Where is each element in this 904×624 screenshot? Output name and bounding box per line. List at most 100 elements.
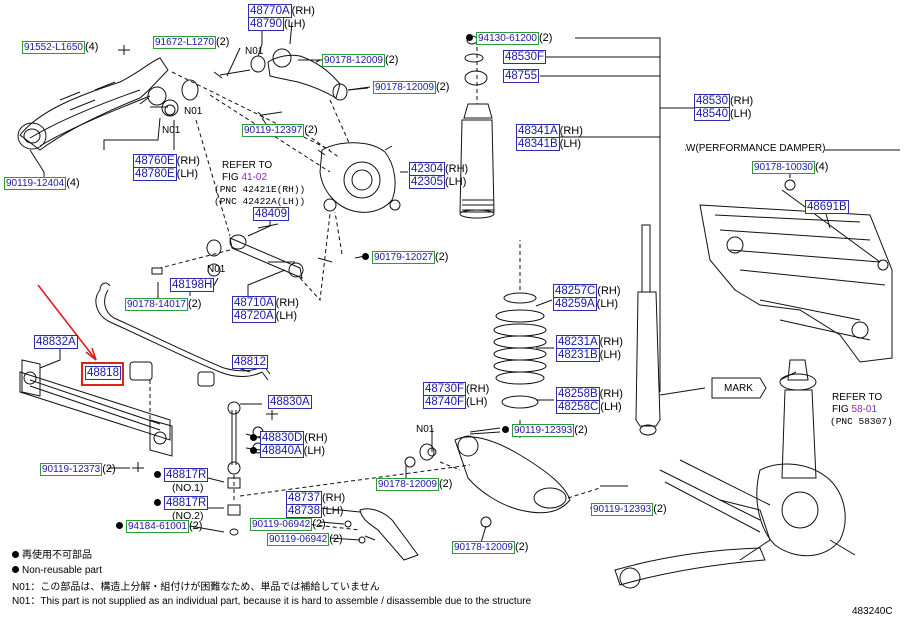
stabilizer-link-drawing [227, 401, 278, 536]
qty-90119-12397: (2) [304, 124, 318, 136]
label-48710a: 48710A(RH) [232, 296, 299, 310]
label-90119-12404: 90119-12404(4) [4, 177, 80, 190]
pnc-58307: (PNC 58307) [830, 416, 893, 427]
qty-91552: (4) [84, 41, 99, 53]
label-48817r-a: 48817R [154, 468, 209, 482]
part-number-48755[interactable]: 48755 [503, 69, 539, 83]
part-number-48258b[interactable]: 48258B [556, 387, 600, 401]
part-number-90179-12027[interactable]: 90179-12027 [372, 251, 435, 264]
qty-90119-12393-a: (2) [574, 424, 588, 436]
part-number-48720a[interactable]: 48720A [232, 309, 276, 323]
part-number-90119-12393-a[interactable]: 90119-12393 [512, 424, 575, 437]
label-48755: 48755 [503, 69, 539, 83]
qty-90178-12009-a: (2) [384, 54, 399, 66]
part-number-48738[interactable]: 48738 [286, 504, 322, 518]
part-number-48691b[interactable]: 48691B [805, 200, 849, 214]
legend-dot-icon [12, 551, 19, 558]
note-n01-c: N01 [162, 125, 181, 136]
part-number-48198h[interactable]: 48198H [170, 278, 215, 292]
legend-n01-en: N01：This part is not supplied as an indi… [12, 596, 532, 607]
part-number-42304[interactable]: 42304 [409, 162, 445, 176]
note-n01-b: N01 [184, 106, 203, 117]
suffix-48720a: (LH) [275, 310, 298, 322]
part-number-94130-61200[interactable]: 94130-61200 [476, 32, 539, 45]
part-number-48760e[interactable]: 48760E [133, 154, 177, 168]
shield-drawing [344, 508, 419, 561]
label-48198h: 48198H [170, 278, 215, 292]
label-48812: 48812 [232, 355, 268, 369]
part-number-48832a[interactable]: 48832A [34, 335, 78, 349]
non-reusable-dot-icon [502, 426, 509, 433]
label-48832a: 48832A [34, 335, 78, 349]
part-number-48770a[interactable]: 48770A [248, 4, 292, 18]
part-number-48710a[interactable]: 48710A [232, 296, 276, 310]
part-number-48817r-b[interactable]: 48817R [164, 496, 209, 510]
label-90178-12009-a: 90178-12009(2) [322, 54, 398, 67]
part-number-48740f[interactable]: 48740F [423, 395, 467, 409]
part-number-90119-12397[interactable]: 90119-12397 [242, 124, 305, 137]
part-number-91552-l1650[interactable]: 91552-L1650 [22, 41, 85, 54]
label-90119-12397: 90119-12397(2) [242, 124, 318, 137]
part-number-48737[interactable]: 48737 [286, 491, 322, 505]
label-90178-12009-b: 90178-12009(2) [373, 81, 449, 94]
label-90179-12027: 90179-12027(2) [362, 251, 448, 264]
part-number-48530[interactable]: 48530 [694, 94, 730, 108]
label-48830d: 48830D(RH) [250, 431, 328, 445]
part-number-48341a[interactable]: 48341A [516, 124, 560, 138]
qty-90119-12393-b: (2) [653, 503, 667, 515]
label-48780e: 48780E(LH) [133, 167, 199, 181]
suffix-48341a: (RH) [559, 125, 583, 137]
part-number-48780e[interactable]: 48780E [133, 167, 177, 181]
refer-fig-58: FIG 58-01 [832, 404, 877, 416]
suffix-48780e: (LH) [176, 168, 199, 180]
fig-link-58-01[interactable]: 58-01 [851, 404, 878, 415]
part-number-91672-l1270[interactable]: 91672-L1270 [153, 36, 216, 49]
fig-link-41-02[interactable]: 41-02 [241, 172, 268, 183]
part-number-48409[interactable]: 48409 [253, 207, 289, 221]
part-number-48259a[interactable]: 48259A [553, 297, 597, 311]
part-number-48830a[interactable]: 48830A [268, 395, 312, 409]
part-number-48341b[interactable]: 48341B [516, 137, 560, 151]
legend-reuse-jp-text: 再使用不可部品 [22, 550, 92, 561]
part-number-94184-61001[interactable]: 94184-61001 [126, 520, 189, 533]
refer-fig-41: FIG 41-02 [222, 172, 267, 184]
label-48530: 48530(RH) [694, 94, 753, 108]
suffix-48259a: (LH) [596, 298, 619, 310]
part-number-90178-12009-c[interactable]: 90178-12009 [376, 478, 439, 491]
label-90119-06942-a: 90119-06942(2) [250, 518, 326, 531]
part-number-48540[interactable]: 48540 [694, 107, 730, 121]
part-number-48790[interactable]: 48790 [248, 17, 284, 31]
part-number-48817r-a[interactable]: 48817R [164, 468, 209, 482]
part-number-48840a[interactable]: 48840A [260, 444, 304, 458]
part-number-48231b[interactable]: 48231B [556, 348, 600, 362]
part-number-48258c[interactable]: 48258C [556, 400, 601, 414]
label-48231b: 48231B(LH) [556, 348, 621, 362]
part-number-90178-12009-d[interactable]: 90178-12009 [452, 541, 515, 554]
part-number-48818[interactable]: 48818 [85, 366, 121, 380]
label-90178-12009-c: 90178-12009(2) [376, 478, 452, 491]
suffix-48258b: (RH) [599, 388, 623, 400]
part-number-48812[interactable]: 48812 [232, 355, 268, 369]
part-number-90119-06942-b[interactable]: 90119-06942 [267, 533, 330, 546]
label-48730f: 48730F(RH) [423, 382, 489, 396]
part-number-48730f[interactable]: 48730F [423, 382, 467, 396]
part-number-90178-12009-a[interactable]: 90178-12009 [322, 54, 385, 67]
part-number-48231a[interactable]: 48231A [556, 335, 600, 349]
part-number-90119-12393-b[interactable]: 90119-12393 [591, 503, 654, 516]
part-number-90119-12404[interactable]: 90119-12404 [4, 177, 67, 190]
part-number-90178-12009-b[interactable]: 90178-12009 [373, 81, 436, 94]
part-number-90119-06942-a[interactable]: 90119-06942 [250, 518, 313, 531]
part-number-90178-14017[interactable]: 90178-14017 [125, 298, 188, 311]
note-n01-d: N01 [207, 264, 226, 275]
part-number-42305[interactable]: 42305 [409, 175, 445, 189]
part-number-48257c[interactable]: 48257C [553, 284, 598, 298]
suffix-42305: (LH) [444, 176, 467, 188]
label-48740f: 48740F(LH) [423, 395, 487, 409]
non-reusable-dot-icon [154, 471, 161, 478]
part-number-90119-12373[interactable]: 90119-12373 [40, 463, 103, 476]
part-number-48830d[interactable]: 48830D [260, 431, 305, 445]
qty-94130: (2) [538, 32, 553, 44]
part-number-48530f[interactable]: 48530F [503, 50, 547, 64]
label-48257c: 48257C(RH) [553, 284, 621, 298]
part-number-90178-10030[interactable]: 90178-10030 [752, 161, 815, 174]
